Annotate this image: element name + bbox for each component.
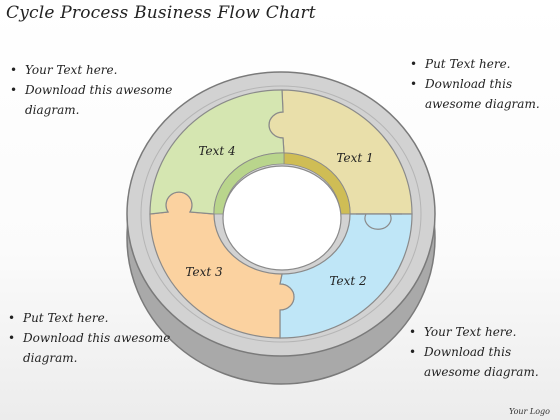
bullet-item: Download this awesome diagram. xyxy=(408,74,553,114)
bullet-item: Download this awesome diagram. xyxy=(8,80,178,120)
logo-text: Your Logo xyxy=(509,407,550,416)
segment-label-text-2: Text 2 xyxy=(329,274,366,288)
bullet-item: Download this awesome diagram. xyxy=(6,328,176,368)
segment-text-2-tab xyxy=(356,213,402,230)
ring-center-hole xyxy=(222,165,342,271)
segment-label-text-1: Text 1 xyxy=(336,151,373,165)
diagram-title: Cycle Process Business Flow Chart xyxy=(6,3,316,23)
inner-bevel-text-4 xyxy=(213,152,285,215)
ring-bezel-inner-edge xyxy=(140,85,422,343)
segment-text-4 xyxy=(149,89,285,215)
bullet-item: Your Text here. xyxy=(8,60,178,80)
segment-label-text-3: Text 3 xyxy=(185,265,223,279)
bullet-item: Download this awesome diagram. xyxy=(407,342,557,382)
text-block-top-right: Put Text here. Download this awesome dia… xyxy=(408,54,553,114)
segment-label-text-4: Text 4 xyxy=(198,144,235,158)
bullet-item: Put Text here. xyxy=(408,54,553,74)
text-block-bottom-left: Put Text here. Download this awesome dia… xyxy=(6,308,176,368)
text-block-top-left: Your Text here. Download this awesome di… xyxy=(8,60,178,120)
inner-bevel-text-1 xyxy=(283,152,351,215)
text-block-bottom-right: Your Text here. Download this awesome di… xyxy=(407,322,557,382)
bullet-item: Your Text here. xyxy=(407,322,557,342)
bullet-item: Put Text here. xyxy=(6,308,176,328)
